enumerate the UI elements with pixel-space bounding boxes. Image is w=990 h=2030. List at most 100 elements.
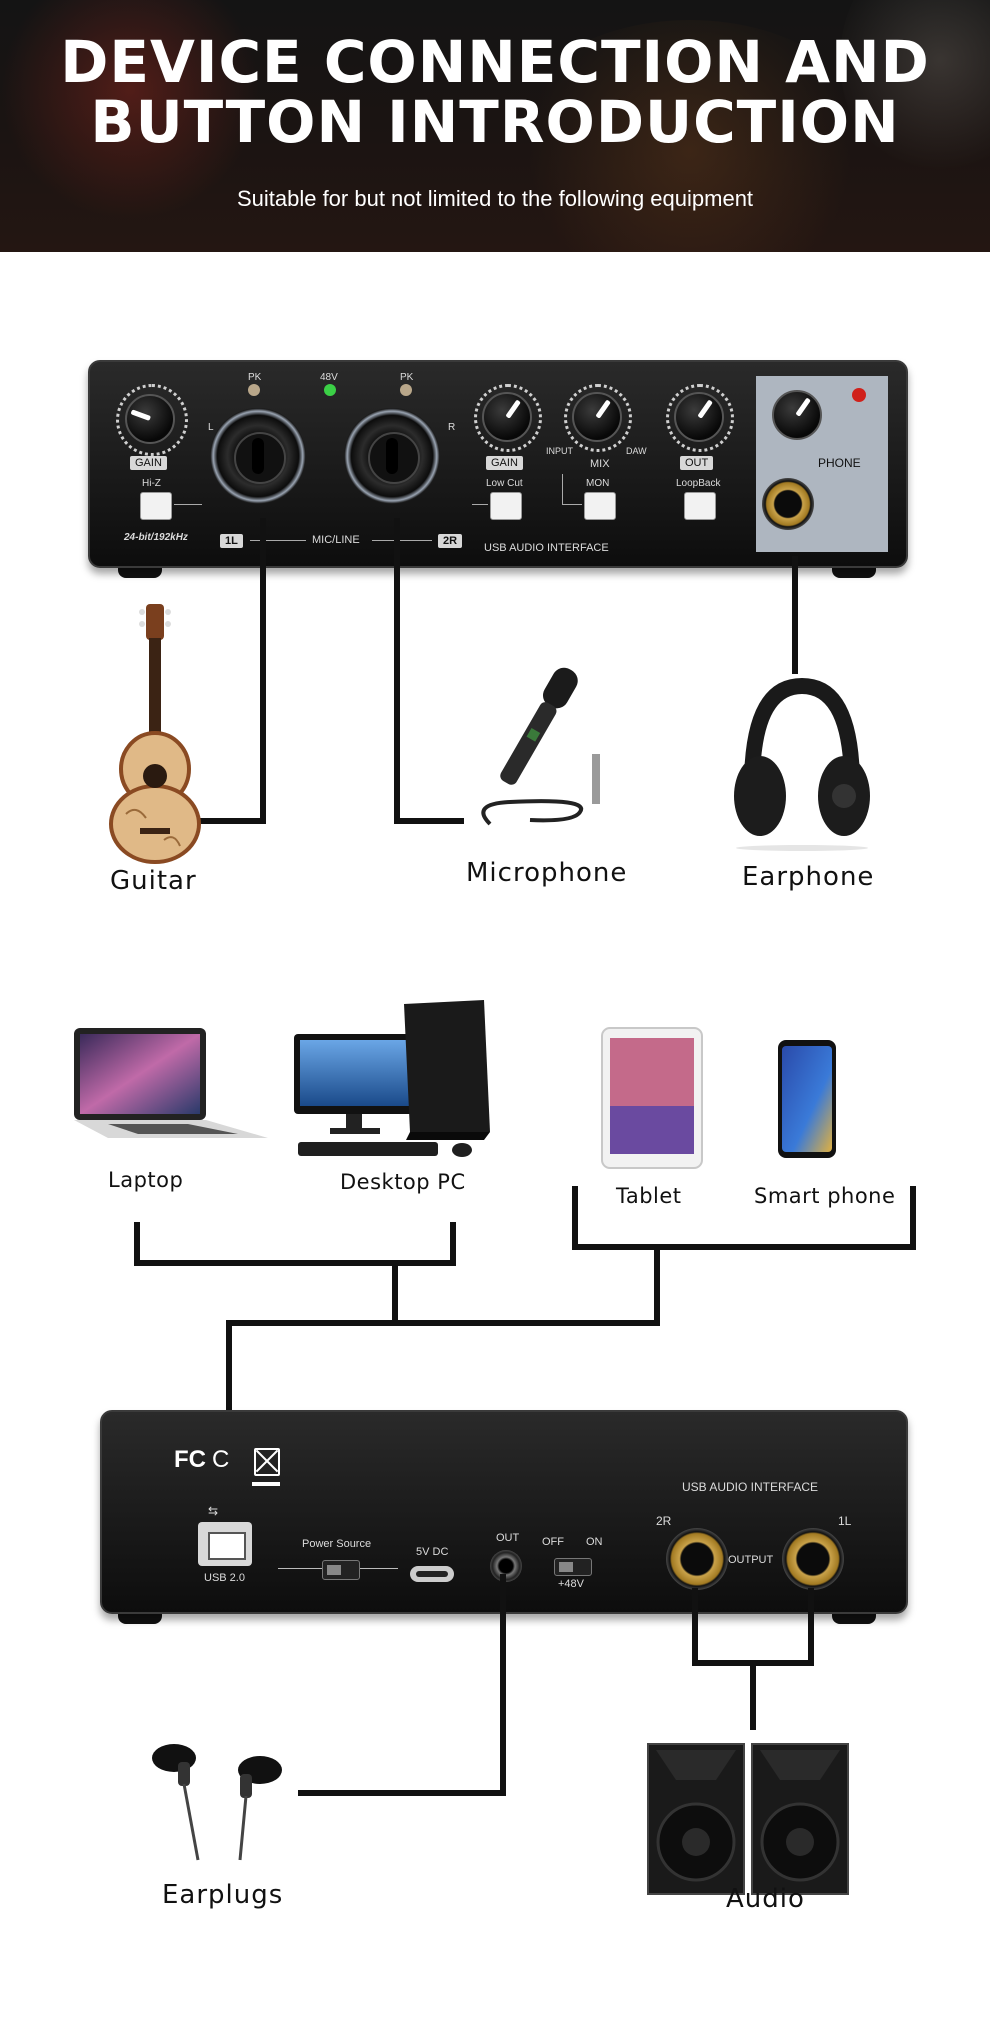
headphones-image xyxy=(734,677,870,851)
gain-left-label: GAIN xyxy=(130,456,167,470)
phantom-power-switch[interactable] xyxy=(554,1558,592,1576)
gain-scale xyxy=(116,384,188,456)
computer-cable xyxy=(910,1186,916,1250)
hiz-button[interactable] xyxy=(140,492,172,520)
mon-button[interactable] xyxy=(584,492,616,520)
computer-cable xyxy=(134,1222,140,1266)
header-banner: DEVICE CONNECTION AND BUTTON INTRODUCTIO… xyxy=(0,0,990,252)
second-gain-knob[interactable] xyxy=(482,392,532,442)
mix-label: MIX xyxy=(590,458,610,470)
page-subtitle: Suitable for but not limited to the foll… xyxy=(236,186,754,211)
out-2r-label: 2R xyxy=(656,1514,672,1528)
guitar-image xyxy=(109,604,201,864)
speakers-image xyxy=(647,1743,849,1895)
phone-led xyxy=(852,388,866,402)
phone-label: PHONE xyxy=(818,456,861,470)
mon-label: MON xyxy=(586,478,610,489)
phone-jack[interactable] xyxy=(762,478,814,530)
headphone-out-jack[interactable] xyxy=(490,1550,522,1582)
input-2r-label: 2R xyxy=(438,534,463,548)
smartphone-image xyxy=(778,1040,836,1158)
back-brand-label: USB AUDIO INTERFACE xyxy=(682,1480,819,1494)
mix-knob[interactable] xyxy=(572,392,622,442)
microphone-image xyxy=(481,667,600,826)
computer-cable xyxy=(226,1320,660,1326)
output-2r-jack[interactable] xyxy=(666,1528,728,1590)
on-label: ON xyxy=(586,1536,603,1548)
earplugs-cable xyxy=(298,1790,506,1796)
pk-left-label: PK xyxy=(248,372,262,383)
out-label: OUT xyxy=(496,1532,520,1544)
combo-input-1l[interactable] xyxy=(210,408,306,504)
gain-right-label: GAIN xyxy=(486,456,523,470)
usb-b-port[interactable] xyxy=(198,1522,252,1566)
mix-input-label: INPUT xyxy=(546,446,573,456)
loopback-label: LoopBack xyxy=(676,478,721,489)
phantom-led xyxy=(324,384,336,396)
hiz-label: Hi-Z xyxy=(142,478,161,489)
dc-label: 5V DC xyxy=(416,1546,449,1558)
loopback-button[interactable] xyxy=(684,492,716,520)
speaker-cable xyxy=(808,1588,814,1666)
phantom-led-label: 48V xyxy=(320,372,338,383)
mic-cable xyxy=(394,518,400,824)
earplugs-cable xyxy=(500,1574,506,1796)
speaker-cable xyxy=(692,1588,698,1666)
pk-right-led xyxy=(400,384,412,396)
page-title-line1: DEVICE CONNECTION AND xyxy=(60,28,930,96)
guitar-caption: Guitar xyxy=(110,866,197,896)
combo-input-2r[interactable] xyxy=(344,408,440,504)
usb-symbol-icon: ⇆ xyxy=(208,1504,219,1518)
phone-volume-knob[interactable] xyxy=(772,390,822,440)
computer-cable xyxy=(654,1248,660,1326)
output-label: OUTPUT xyxy=(728,1554,774,1566)
output-knob[interactable] xyxy=(674,392,724,442)
desktop-caption: Desktop PC xyxy=(340,1170,466,1194)
mic-line-label: MIC/LINE xyxy=(312,534,360,546)
input-gain-knob[interactable] xyxy=(125,394,175,444)
low-cut-button[interactable] xyxy=(490,492,522,520)
computer-cable xyxy=(572,1186,578,1250)
computer-cable xyxy=(392,1264,398,1326)
mix-scale xyxy=(564,384,632,452)
mix-daw-label: DAW xyxy=(626,446,647,456)
power-source-switch[interactable] xyxy=(322,1560,360,1580)
tablet-caption: Tablet xyxy=(616,1184,682,1208)
low-cut-label: Low Cut xyxy=(486,478,523,489)
off-label: OFF xyxy=(542,1536,564,1548)
fc-mark: FC xyxy=(174,1446,206,1473)
earphone-caption: Earphone xyxy=(742,862,875,892)
spec-label: 24-bit/192kHz xyxy=(124,532,188,543)
gain-scale xyxy=(474,384,542,452)
out-1l-label: 1L xyxy=(838,1514,852,1528)
usb-c-port[interactable] xyxy=(410,1566,454,1582)
pk-right-label: PK xyxy=(400,372,414,383)
weee-icon xyxy=(254,1448,280,1476)
laptop-image xyxy=(74,1028,268,1138)
phantom-label: +48V xyxy=(558,1578,584,1590)
power-source-label: Power Source xyxy=(302,1538,372,1550)
out-scale xyxy=(666,384,734,452)
output-1l-jack[interactable] xyxy=(782,1528,844,1590)
earplugs-caption: Earplugs xyxy=(162,1880,284,1910)
computer-cable xyxy=(450,1222,456,1266)
guitar-cable xyxy=(196,818,266,824)
input-1l-label: 1L xyxy=(220,534,243,548)
desktop-image xyxy=(294,1000,490,1157)
computer-cable xyxy=(572,1244,916,1250)
earplugs-image xyxy=(152,1744,282,1861)
usb-label: USB 2.0 xyxy=(204,1572,245,1584)
guitar-cable xyxy=(260,518,266,824)
mic-cable xyxy=(394,818,464,824)
out-label: OUT xyxy=(680,456,714,470)
laptop-caption: Laptop xyxy=(108,1168,184,1192)
channel-right-label: R xyxy=(448,422,456,433)
speaker-cable xyxy=(750,1660,756,1730)
audio-caption: Audio xyxy=(726,1884,805,1914)
microphone-caption: Microphone xyxy=(466,858,628,888)
earphone-cable xyxy=(792,556,798,674)
page-title-line2: BUTTON INTRODUCTION xyxy=(90,88,900,156)
channel-left-label: L xyxy=(208,422,214,433)
smartphone-caption: Smart phone xyxy=(754,1184,896,1208)
ce-mark: C xyxy=(212,1446,230,1473)
